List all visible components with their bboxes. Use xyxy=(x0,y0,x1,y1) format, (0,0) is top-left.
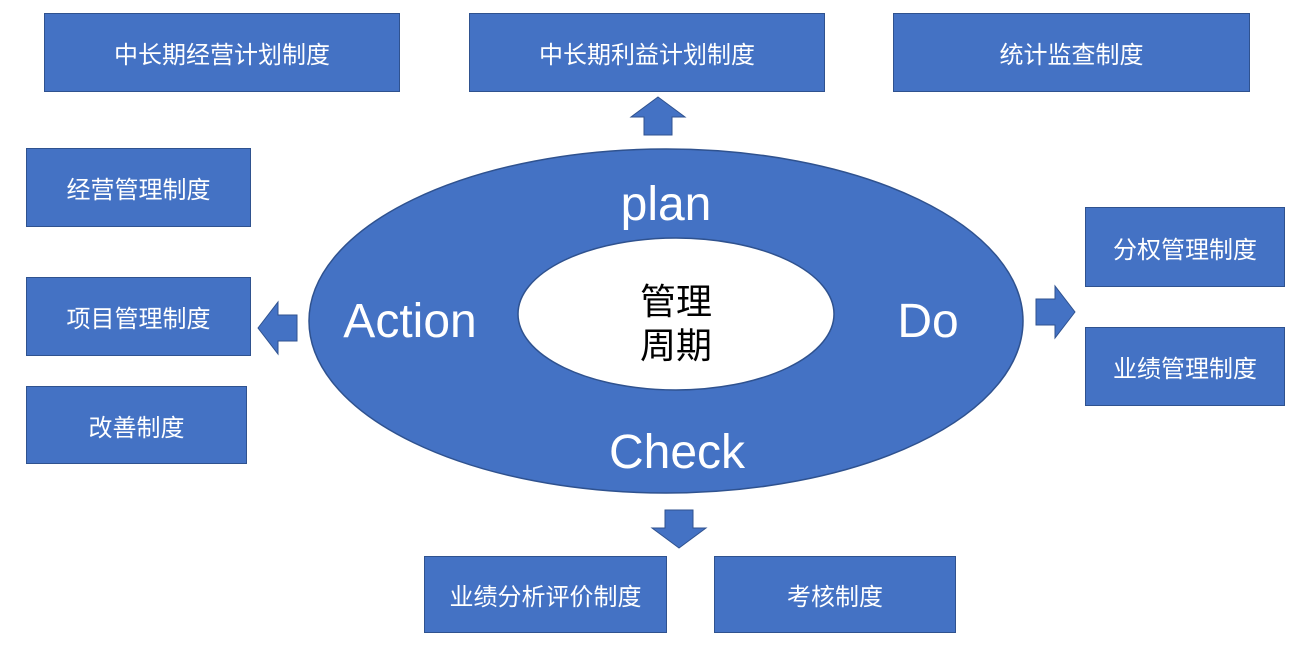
do-box-delegation-management: 分权管理制度 xyxy=(1085,207,1285,287)
plan-box-long-term-business-plan: 中长期经营计划制度 xyxy=(44,13,400,92)
check-box-assessment: 考核制度 xyxy=(714,556,956,633)
action-box-business-management: 经营管理制度 xyxy=(26,148,251,227)
phase-label-plan: plan xyxy=(620,178,712,231)
check-box-performance-analysis: 业绩分析评价制度 xyxy=(424,556,667,633)
center-ellipse xyxy=(517,237,835,391)
center-label-line1: 管理 xyxy=(639,282,712,323)
do-box-performance-management: 业绩管理制度 xyxy=(1085,327,1285,406)
arrow-left-icon xyxy=(257,300,298,356)
arrow-up-icon xyxy=(629,96,687,136)
plan-box-statistics-audit: 统计监查制度 xyxy=(893,13,1250,92)
phase-label-do: Do xyxy=(897,295,959,348)
action-box-project-management: 项目管理制度 xyxy=(26,277,251,356)
plan-box-long-term-profit-plan: 中长期利益计划制度 xyxy=(469,13,825,92)
phase-label-check: Check xyxy=(608,426,746,479)
center-label: 管理 周期 xyxy=(576,281,776,369)
arrow-down-icon xyxy=(650,509,708,549)
phase-label-action: Action xyxy=(343,295,477,348)
center-label-line2: 周期 xyxy=(639,326,712,367)
arrow-right-icon xyxy=(1035,284,1076,340)
action-box-improvement: 改善制度 xyxy=(26,386,247,464)
